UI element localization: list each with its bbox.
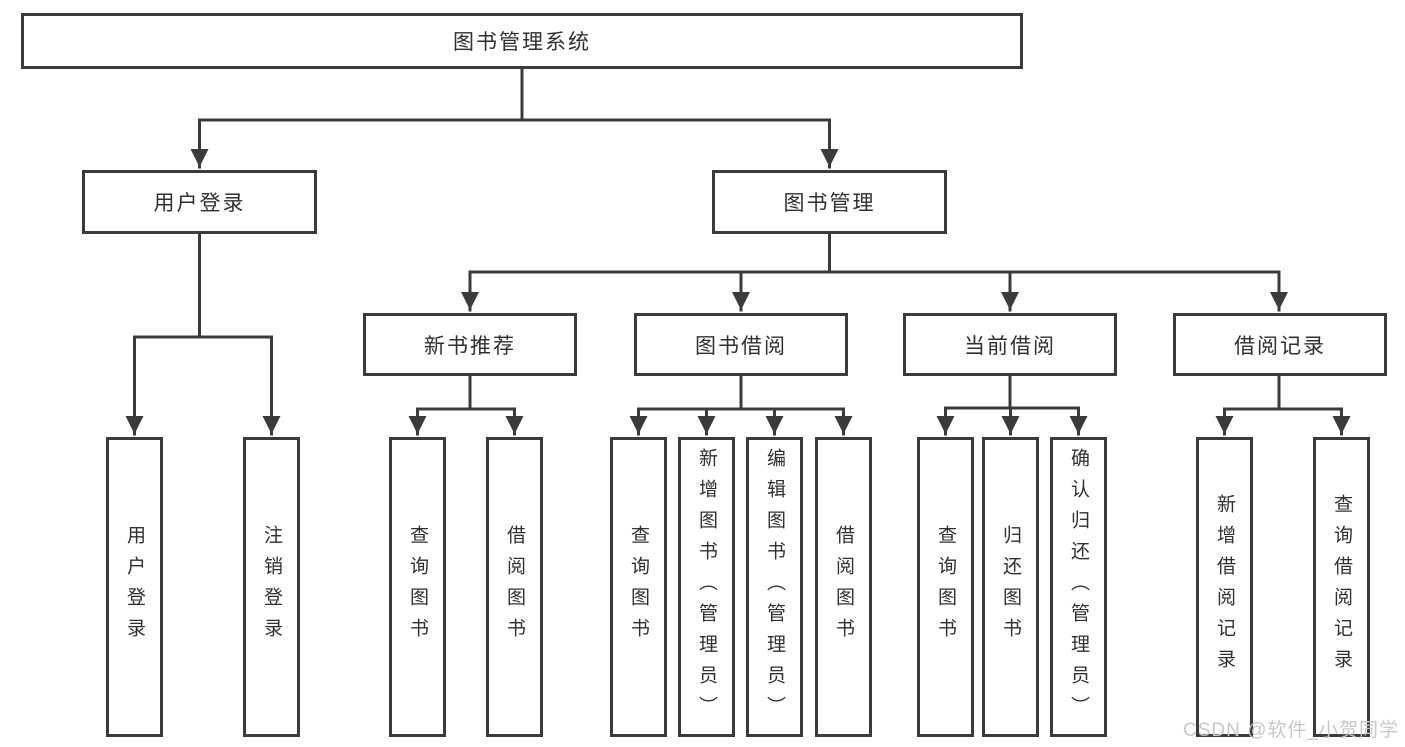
node-root-system: 图书管理系统 <box>21 13 1023 69</box>
node-leaf-query-borrow-record: 查询借阅记录 <box>1313 437 1370 737</box>
node-leaf-return-book: 归还图书 <box>982 437 1039 737</box>
node-leaf-logout: 注销登录 <box>243 437 300 737</box>
node-leaf-add-book-admin: 新增图书（管理员） <box>678 437 735 737</box>
node-borrowing-records: 借阅记录 <box>1173 313 1387 376</box>
node-leaf-add-borrow-record: 新增借阅记录 <box>1196 437 1253 737</box>
node-current-borrowing: 当前借阅 <box>903 313 1117 376</box>
node-leaf-query-books-recommend: 查询图书 <box>389 437 446 737</box>
node-leaf-query-books-current: 查询图书 <box>917 437 974 737</box>
node-user-login: 用户登录 <box>82 170 317 234</box>
node-leaf-edit-book-admin: 编辑图书（管理员） <box>746 437 803 737</box>
node-leaf-confirm-return-admin: 确认归还（管理员） <box>1050 437 1107 737</box>
node-leaf-query-books-borrowing: 查询图书 <box>610 437 667 737</box>
node-leaf-user-login: 用户登录 <box>106 437 163 737</box>
watermark-text: CSDN @软件_小贺同学 <box>1183 720 1399 741</box>
node-book-borrowing: 图书借阅 <box>634 313 848 376</box>
node-book-management: 图书管理 <box>712 170 947 234</box>
node-leaf-borrow-book: 借阅图书 <box>815 437 872 737</box>
node-leaf-borrow-books-recommend: 借阅图书 <box>486 437 543 737</box>
node-new-book-recommend: 新书推荐 <box>363 313 577 376</box>
